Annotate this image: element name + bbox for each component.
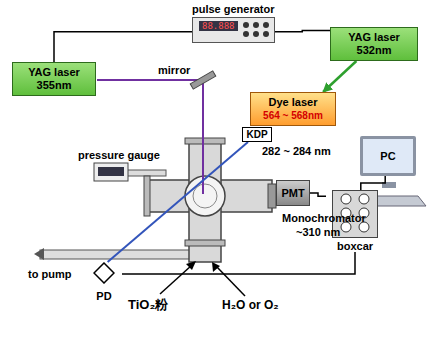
pmt-box: PMT	[276, 180, 310, 206]
display-readout: 88.888	[199, 21, 238, 31]
photodiode-symbol	[93, 262, 115, 284]
spec-text: 532nm	[337, 44, 411, 57]
box-label: KDP	[246, 129, 268, 140]
connector	[361, 176, 385, 190]
sample-arrowhead	[186, 261, 196, 270]
chamber-window	[185, 176, 225, 216]
annotation: TiO₂粉	[128, 296, 168, 314]
laser-box: YAG laser532nm	[330, 27, 418, 61]
annotation: Monochromator	[282, 212, 366, 224]
spec-text: 564 ~ 568nm	[257, 109, 329, 122]
flange	[185, 240, 225, 246]
photodiode: PD	[86, 262, 122, 302]
dye-laser-box: Dye laser564 ~ 568nm	[250, 92, 336, 126]
annotation: pressure gauge	[78, 149, 160, 161]
annotation: ~310 nm	[296, 226, 340, 238]
annotation: H₂O or O₂	[222, 298, 279, 312]
generator-body: 88.888	[192, 17, 275, 43]
annotation: mirror	[158, 64, 190, 76]
gauge-pipe	[126, 170, 166, 176]
mirror	[190, 71, 216, 89]
gas-arrow	[216, 266, 245, 296]
box-label: PC	[371, 150, 405, 162]
box-label: Dye laser	[257, 96, 329, 109]
chamber-window	[193, 184, 217, 208]
connector	[122, 252, 355, 274]
connector	[323, 61, 356, 92]
monochromator	[268, 184, 276, 208]
buttons	[242, 20, 272, 40]
connector	[310, 193, 326, 196]
spec-text: 355nm	[19, 79, 89, 92]
laser-box: YAG laser355nm	[12, 62, 96, 96]
computer-monitor: PC	[360, 136, 416, 176]
connector	[54, 32, 192, 62]
gauge-display	[98, 167, 124, 176]
device-label: pulse generator	[192, 3, 275, 15]
crystal-box: KDP	[242, 127, 272, 142]
device-label: PD	[86, 290, 122, 302]
device-label: boxcar	[326, 240, 384, 252]
annotation: to pump	[28, 268, 71, 280]
box-label: YAG laser	[19, 66, 89, 79]
annotation: 282 ~ 284 nm	[262, 145, 331, 157]
flange	[144, 176, 150, 216]
pulse-generator: pulse generator 88.888	[192, 3, 275, 43]
uv-beam-355	[97, 80, 203, 194]
pressure-gauge	[94, 163, 128, 181]
sample-arrow	[160, 265, 192, 294]
pump-arrow	[34, 248, 44, 260]
connector	[275, 30, 330, 31]
gas-arrowhead	[212, 262, 220, 272]
box-label: PMT	[281, 187, 305, 199]
box-label: YAG laser	[337, 31, 411, 44]
flange	[185, 138, 225, 144]
